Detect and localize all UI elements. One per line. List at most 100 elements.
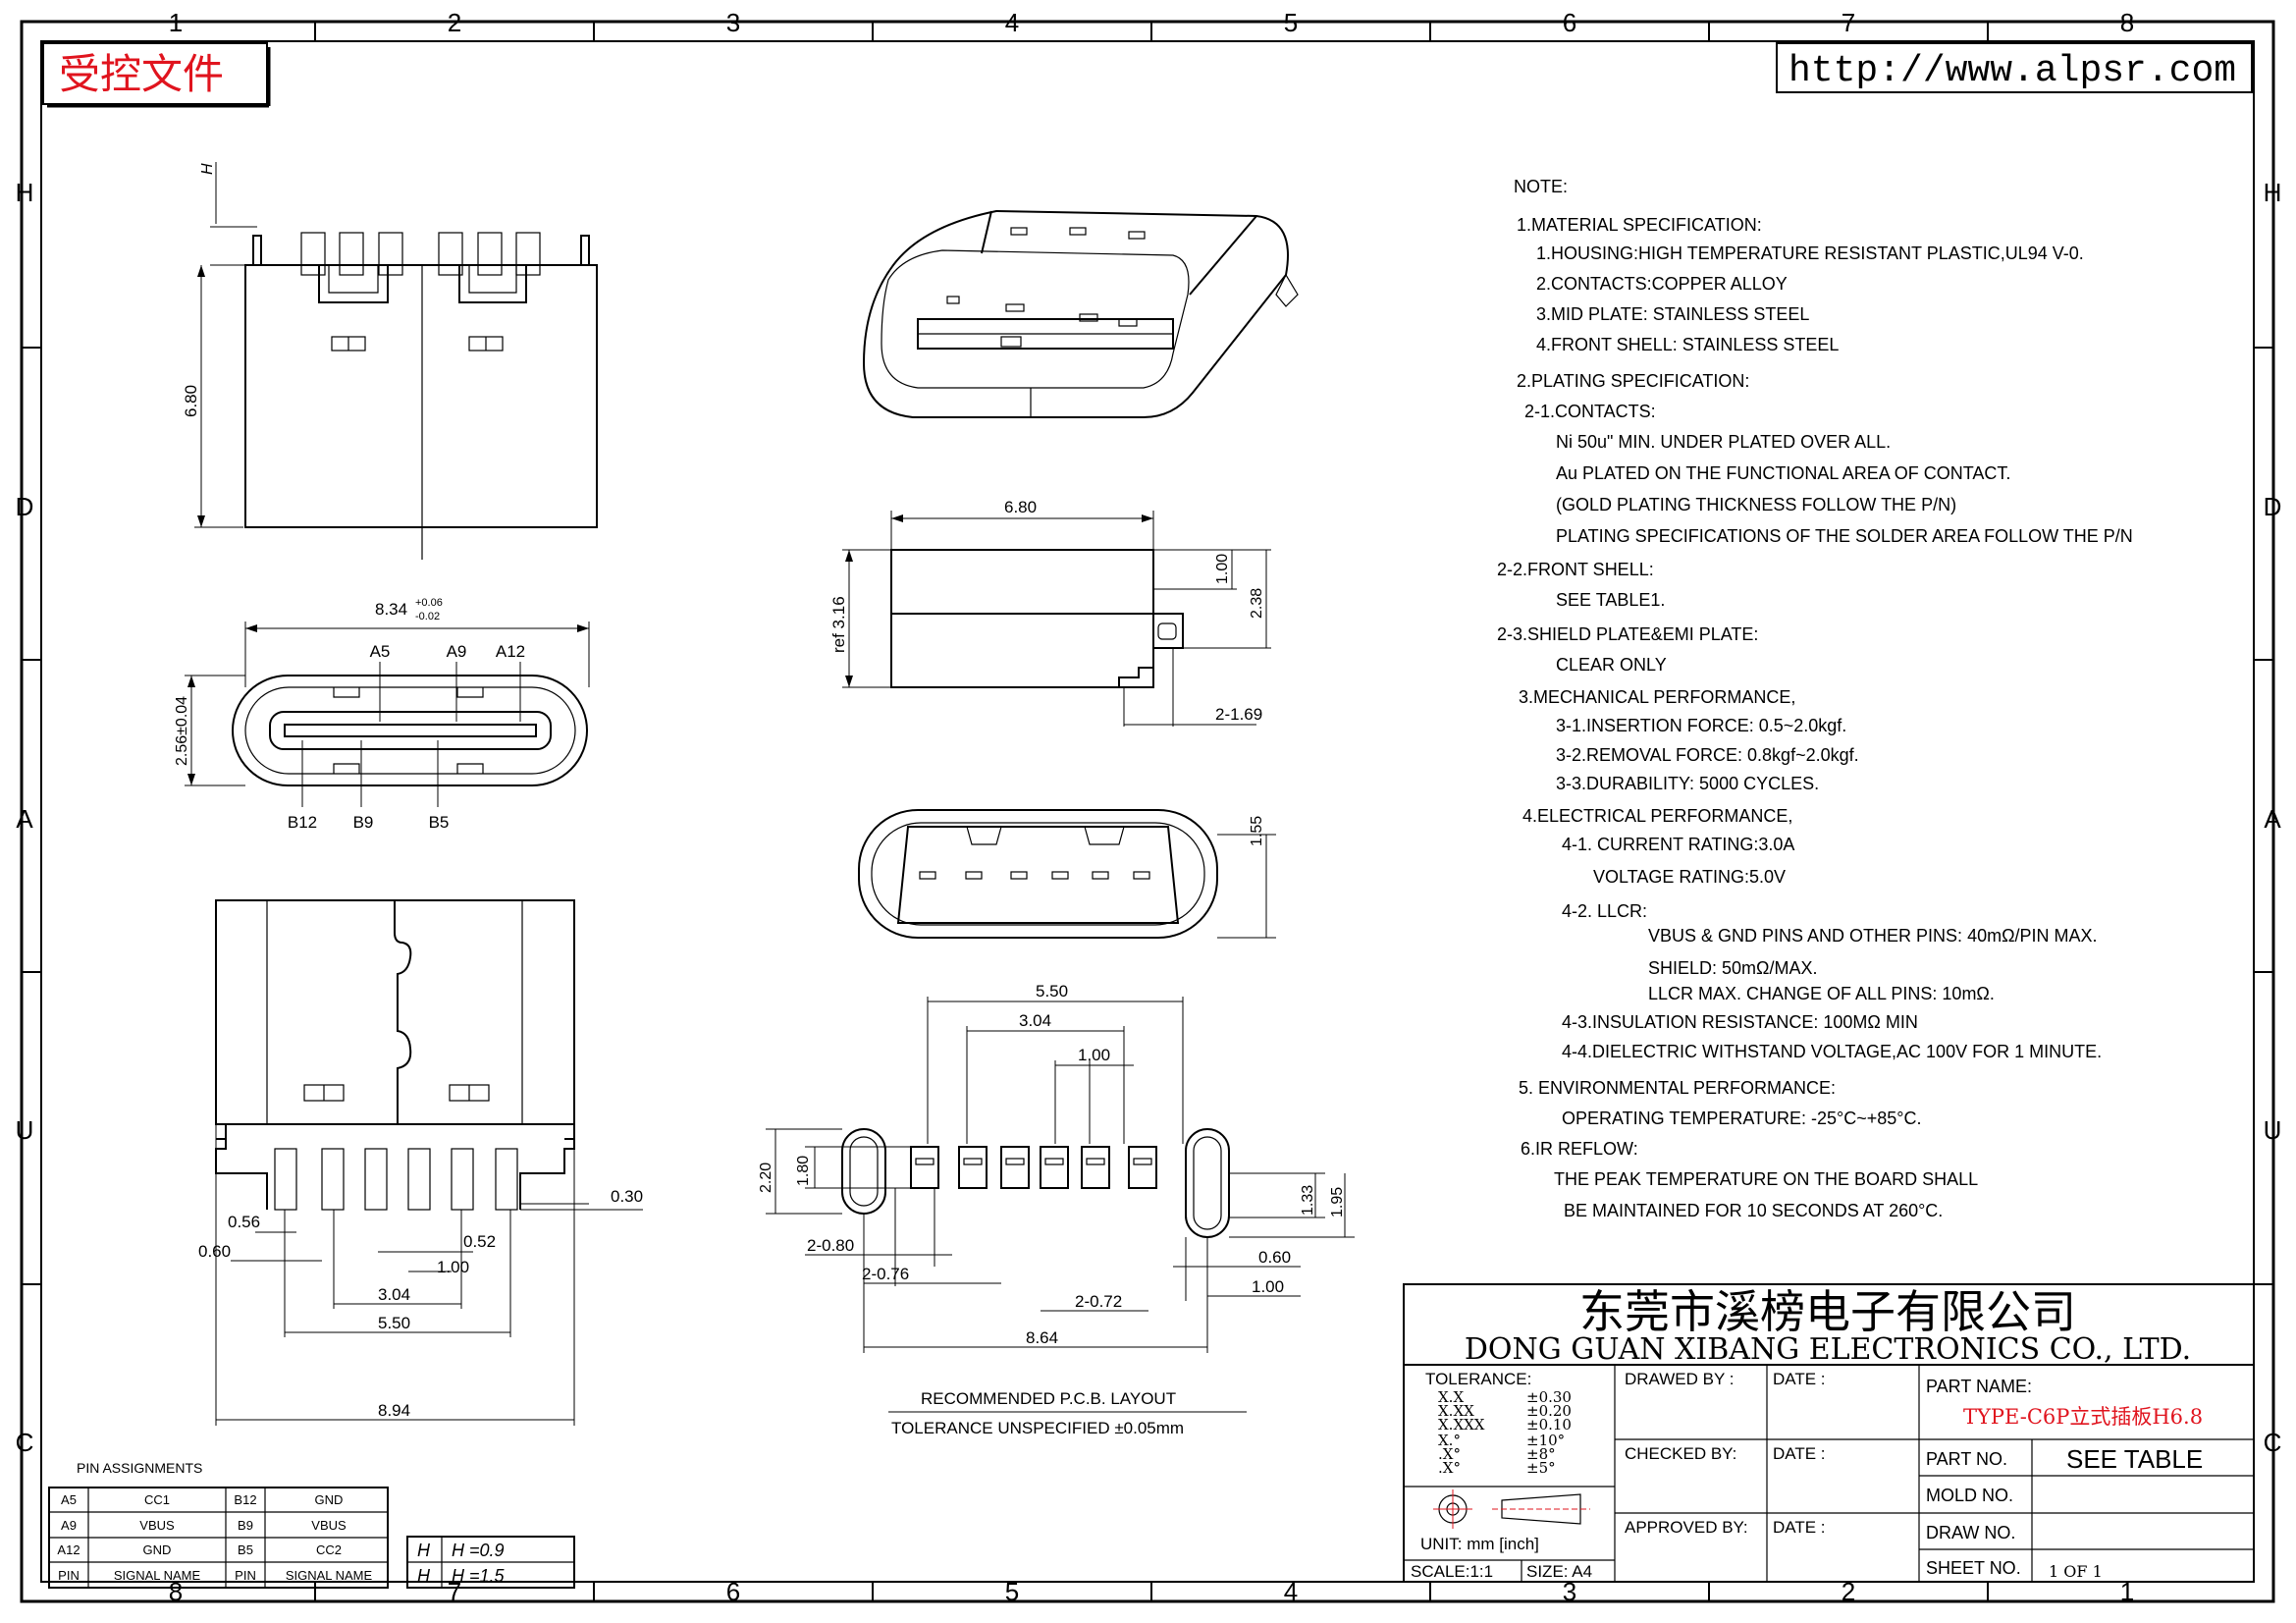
h-cell: H [417,1541,431,1560]
pin-cell: CC1 [144,1492,170,1507]
pcb-dim-100b: 1.00 [1252,1277,1284,1296]
note-line: 2-2.FRONT SHELL: [1497,560,1654,579]
note-line: 4-2. LLCR: [1562,901,1647,921]
pcb-layout: 5.50 3.04 1.00 [758,982,1355,1437]
part-no-label: PART NO. [1926,1449,2007,1469]
front-height-dim: 2.56±0.04 [174,696,190,766]
front-width-tol-minus: -0.02 [415,611,440,622]
drawn-by-label: DRAWED BY : [1625,1370,1734,1388]
mold-no-label: MOLD NO. [1926,1486,2013,1505]
col-label-bottom: 6 [726,1577,740,1606]
note-line: (GOLD PLATING THICKNESS FOLLOW THE P/N) [1556,495,1956,514]
note-line: 3.MECHANICAL PERFORMANCE, [1519,687,1795,707]
bottom-dim-894: 8.94 [378,1401,410,1420]
col-label-bottom: 8 [169,1577,183,1606]
pcb-dim-195: 1.95 [1329,1187,1346,1217]
pcb-dim-550: 5.50 [1036,982,1068,1001]
pcb-dim-100: 1.00 [1078,1046,1110,1064]
note-line: 4.FRONT SHELL: STAINLESS STEEL [1536,335,1839,354]
part-name-label: PART NAME: [1926,1377,2032,1396]
profile-dim-238: 2.38 [1249,588,1265,619]
front-view: 8.34 +0.06 -0.02 2.56±0.04 A5 A9 A12 B12… [174,597,590,832]
stamp-text: 受控文件 [59,50,224,98]
col-label-top: 5 [1284,8,1298,37]
row-label-left: D [16,492,34,521]
col-label-top: 2 [448,8,461,37]
tolerance-key: X.XX [1438,1402,1474,1420]
isometric-view [862,209,1299,418]
col-label-bottom: 1 [2120,1577,2134,1606]
website-link[interactable]: http://www.alpsr.com [1789,50,2236,92]
note-line: THE PEAK TEMPERATURE ON THE BOARD SHALL [1554,1169,1978,1189]
pcb-dim-864: 8.64 [1026,1328,1058,1347]
pcb-dim-133: 1.33 [1300,1185,1316,1216]
note-line: LLCR MAX. CHANGE OF ALL PINS: 10mΩ. [1648,984,1995,1003]
profile-width-dim: 6.80 [1004,498,1037,516]
part-no-value: SEE TABLE [2066,1444,2203,1474]
bottom-dim-056: 0.56 [228,1213,260,1231]
pin-label-b5: B5 [429,813,450,832]
controlled-document-stamp: 受控文件 [42,42,271,108]
date-label: DATE : [1773,1518,1826,1537]
profile-ref-dim: ref 3.16 [829,596,848,653]
side-height-dim: 6.80 [182,385,200,417]
pin-label-a9: A9 [447,642,467,661]
h-cell: H =1.5 [452,1566,506,1586]
h-value-table: H H =0.9 H H =1.5 [406,1536,575,1589]
note-line: BE MAINTAINED FOR 10 SECONDS AT 260°C. [1564,1201,1943,1220]
row-label-right: U [2264,1115,2282,1145]
row-label-right: C [2264,1428,2282,1457]
col-label-top: 6 [1563,8,1576,37]
pin-cell: A9 [61,1518,77,1533]
tolerance-value: ±10° [1526,1432,1565,1449]
pin-label-b9: B9 [353,813,374,832]
row-label-left: A [16,804,33,834]
tolerance-value: ±0.20 [1526,1402,1572,1420]
note-line: OPERATING TEMPERATURE: -25°C~+85°C. [1562,1109,1922,1128]
tolerance-value: ±0.10 [1526,1416,1572,1434]
note-line: 1.HOUSING:HIGH TEMPERATURE RESISTANT PLA… [1536,243,2084,263]
col-label-bottom: 7 [448,1577,461,1606]
notes: NOTE: 1.MATERIAL SPECIFICATION: 1.HOUSIN… [1497,177,2133,1220]
website-box[interactable]: http://www.alpsr.com [1776,42,2253,93]
pin-table-title: PIN ASSIGNMENTS [77,1460,202,1476]
pcb-tolerance: TOLERANCE UNSPECIFIED ±0.05mm [891,1419,1184,1437]
title-block: 东莞市溪榜电子有限公司 DONG GUAN XIBANG ELECTRONICS… [1403,1283,2255,1583]
pcb-caption: RECOMMENDED P.C.B. LAYOUT [921,1389,1176,1408]
mouth-dim-155: 1.55 [1249,816,1265,846]
row-label-left: H [16,178,34,207]
pcb-dim-304: 3.04 [1019,1011,1051,1030]
col-label-top: 1 [169,8,183,37]
pin-cell: VBUS [311,1518,347,1533]
row-label-right: H [2264,178,2282,207]
pin-assignment-table: PIN ASSIGNMENTS A5 CC1 B12 GND A9 VBUS B… [48,1460,389,1589]
col-label-top: 8 [2120,8,2134,37]
note-line: 3-3.DURABILITY: 5000 CYCLES. [1556,774,1819,793]
bottom-dim-030: 0.30 [611,1187,643,1206]
col-label-top: 7 [1842,8,1855,37]
note-line: 2-1.CONTACTS: [1524,402,1656,421]
pin-cell: GND [143,1542,172,1557]
note-line: 1.MATERIAL SPECIFICATION: [1517,215,1762,235]
approved-by-label: APPROVED BY: [1625,1518,1748,1537]
tolerance-title: TOLERANCE: [1425,1370,1531,1388]
draw-no-label: DRAW NO. [1926,1523,2015,1542]
note-line: 2.CONTACTS:COPPER ALLOY [1536,274,1788,294]
pin-cell: VBUS [139,1518,175,1533]
note-line: 4-1. CURRENT RATING:3.0A [1562,835,1794,854]
sheet-no-label: SHEET NO. [1926,1558,2021,1578]
pin-cell: SIGNAL NAME [114,1568,201,1583]
size-label: SIZE: A4 [1526,1562,1592,1581]
pcb-dim-060: 0.60 [1258,1248,1291,1267]
bottom-dim-060: 0.60 [198,1242,231,1261]
pin-label-a12: A12 [496,642,525,661]
date-label: DATE : [1773,1444,1826,1463]
projection-symbol-icon [1433,1489,1590,1529]
pin-label-a5: A5 [370,642,391,661]
pin-cell: B5 [238,1542,253,1557]
pin-label-b12: B12 [288,813,317,832]
part-name-value: TYPE-C6P立式插板H6.8 [1963,1405,2203,1429]
note-line: Au PLATED ON THE FUNCTIONAL AREA OF CONT… [1556,463,2010,483]
col-label-bottom: 2 [1842,1577,1855,1606]
